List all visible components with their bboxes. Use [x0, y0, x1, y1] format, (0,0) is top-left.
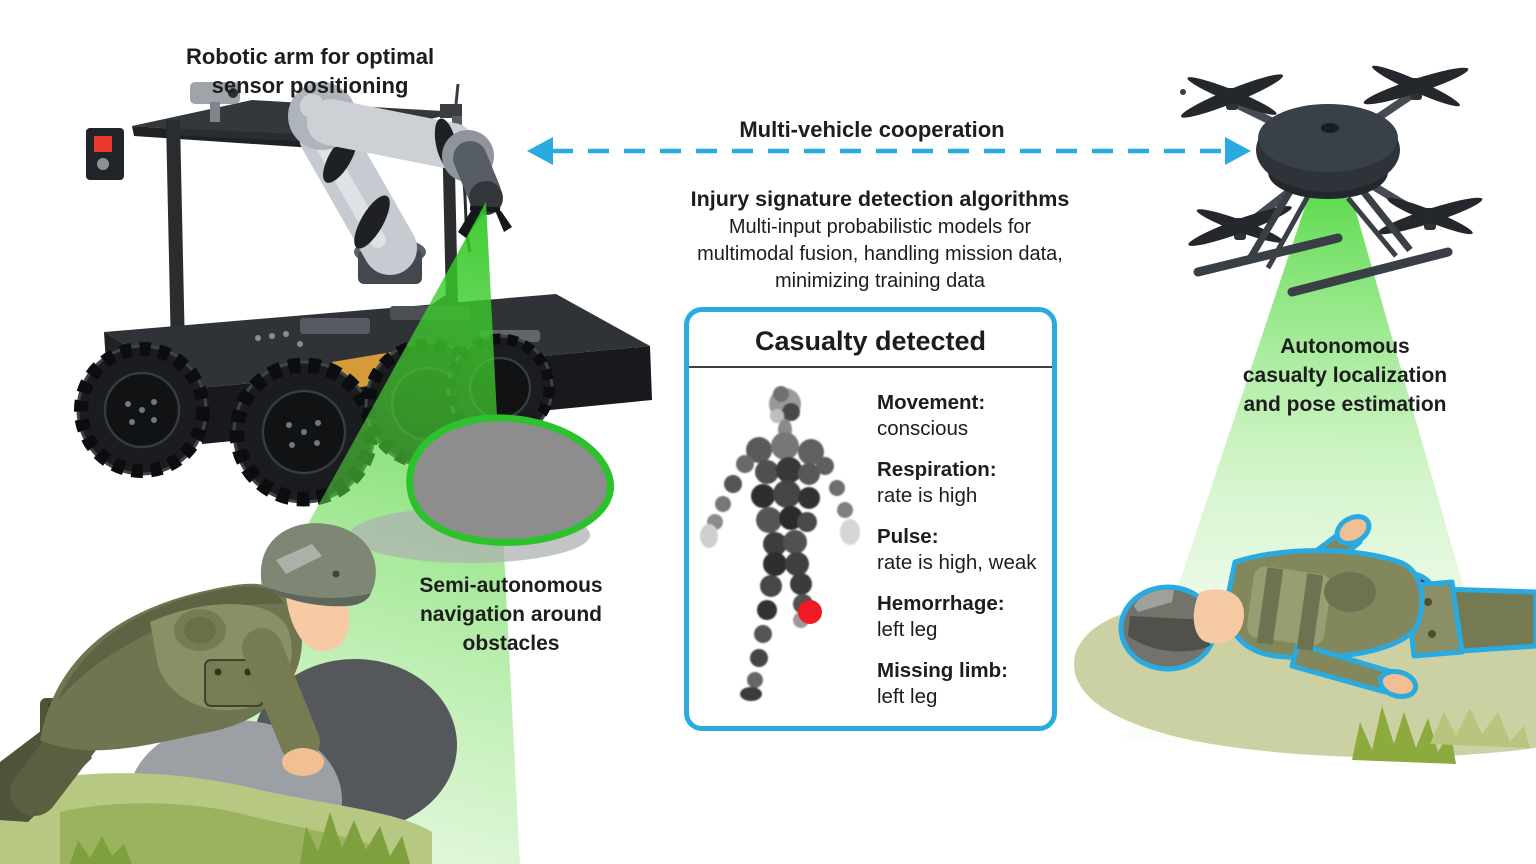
- propeller-icon: [1377, 197, 1483, 235]
- hand: [1334, 514, 1372, 546]
- panel-title: Casualty detected: [754, 326, 987, 356]
- navigation-label-line1: Semi-autonomous: [419, 574, 603, 597]
- propeller-icon: [1180, 74, 1284, 118]
- vital-label: Movement:: [877, 391, 986, 414]
- uav-label-line3: and pose estimation: [1243, 393, 1447, 416]
- uav-label-line2: casualty localization: [1242, 364, 1448, 387]
- uav-drone-illustration: [1180, 65, 1483, 297]
- vital-label: Hemorrhage:: [877, 592, 1005, 615]
- torso-details: [1246, 566, 1376, 651]
- panel-body: Movement: conscious Respiration: rate is…: [689, 368, 1052, 725]
- ugv-label-line1: Robotic arm for optimal: [185, 44, 435, 69]
- hemorrhage-dot-icon: [798, 600, 822, 624]
- propeller-icon: [1363, 65, 1469, 107]
- goggles: [1128, 616, 1210, 652]
- robotic-arm-illustration: [288, 82, 512, 284]
- grass-tuft: [1352, 706, 1456, 764]
- rescuer-scene: [0, 523, 457, 864]
- vital-label: Pulse:: [877, 525, 939, 548]
- algorithms-subtitle: Multi-input probabilistic models for mul…: [660, 214, 1100, 295]
- algorithms-subtitle-line1: Multi-input probabilistic models for: [728, 216, 1032, 238]
- vital-hemorrhage: Hemorrhage: left leg: [877, 591, 1037, 643]
- uav-label-line1: Autonomous: [1280, 335, 1410, 358]
- casualty-detected-panel: Casualty detected: [684, 307, 1057, 731]
- vital-value: rate is high, weak: [877, 551, 1037, 574]
- vital-value: left leg: [877, 618, 938, 641]
- helmet-icon: [260, 523, 376, 598]
- vital-missing-limb: Missing limb: left leg: [877, 658, 1037, 710]
- landing-skid: [1287, 247, 1453, 297]
- hand: [1377, 669, 1419, 699]
- algorithms-subtitle-line2: multimodal fusion, handling mission data…: [697, 243, 1063, 265]
- vital-value: conscious: [877, 417, 969, 440]
- cooperation-label: Multi-vehicle cooperation: [739, 117, 1005, 142]
- uav-label: Autonomous casualty localization and pos…: [1225, 332, 1465, 419]
- navigation-label: Semi-autonomous navigation around obstac…: [396, 571, 626, 658]
- point-cloud-figure: [697, 372, 863, 707]
- vital-label: Respiration:: [877, 458, 997, 481]
- red-button-icon: [94, 136, 112, 152]
- multi-vehicle-arrow: [527, 137, 1251, 165]
- panel-separator: [689, 366, 1052, 368]
- obstacle-rock-illustration: [350, 414, 615, 563]
- vital-value: left leg: [877, 685, 938, 708]
- camera-icon: [190, 82, 240, 104]
- vital-label: Missing limb:: [877, 659, 1008, 682]
- emergency-stop-box: [86, 128, 124, 180]
- ugv-label-line2: sensor positioning: [211, 73, 409, 98]
- vital-value: rate is high: [877, 484, 978, 507]
- wheel: [74, 342, 210, 478]
- ugv-label: Robotic arm for optimal sensor positioni…: [160, 42, 460, 100]
- scan-figure-illustration: [700, 386, 860, 701]
- vitals-list: Movement: conscious Respiration: rate is…: [877, 390, 1037, 725]
- algorithms-title: Injury signature detection algorithms: [690, 187, 1070, 211]
- soldier-figure: [0, 523, 376, 822]
- grass-tuft: [1430, 708, 1530, 748]
- landing-skid: [1193, 233, 1343, 277]
- vital-respiration: Respiration: rate is high: [877, 457, 1037, 509]
- algorithms-subtitle-line3: minimizing training data: [774, 270, 986, 292]
- gripper-icon: [458, 206, 482, 238]
- navigation-label-line2: navigation around: [419, 603, 602, 626]
- wheel: [229, 357, 379, 507]
- hand: [282, 748, 324, 776]
- casualty-scene: [1074, 514, 1536, 764]
- speck: [1180, 89, 1186, 95]
- navigation-label-line3: obstacles: [462, 632, 560, 655]
- rock-outlined-green: [406, 414, 615, 546]
- face: [1193, 589, 1244, 644]
- vital-movement: Movement: conscious: [877, 390, 1037, 442]
- arrowhead-left-icon: [527, 137, 553, 165]
- arrowhead-right-icon: [1225, 137, 1251, 165]
- grass-tuft: [300, 812, 410, 864]
- vital-pulse: Pulse: rate is high, weak: [877, 524, 1037, 576]
- grass-tuft: [70, 836, 132, 864]
